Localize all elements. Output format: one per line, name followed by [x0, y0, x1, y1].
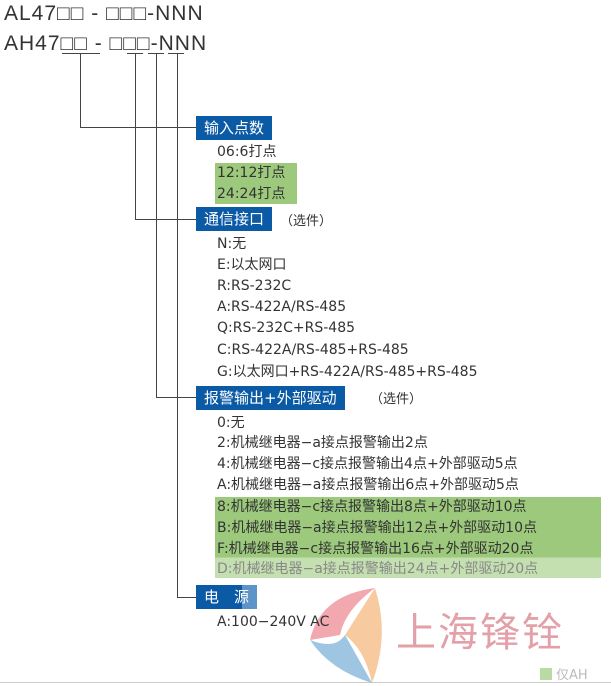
- list-item: B:机械继电器−a接点报警输出12点+外部驱动10点: [217, 520, 537, 536]
- connector-line: [177, 597, 196, 598]
- legend-ah-only: 仅AH: [540, 664, 588, 683]
- list-item: A:RS-422A/RS-485: [217, 299, 347, 315]
- connector-line: [80, 127, 196, 128]
- watermark-logo-icon: [310, 588, 382, 683]
- ah-only-highlight: [215, 163, 297, 204]
- model-code-al: AL47□□ - □□□-NNN: [4, 2, 204, 25]
- connector-line: [135, 53, 136, 219]
- list-item: R:RS-232C: [217, 278, 292, 294]
- divider: [0, 682, 611, 683]
- list-item: Q:RS-232C+RS-485: [217, 320, 356, 336]
- list-item: 2:机械继电器−a接点报警输出2点: [217, 435, 428, 451]
- legend-swatch-icon: [540, 668, 552, 680]
- model-code-ah: AH47□□ - □□□-NNN: [4, 32, 208, 55]
- connector-line: [80, 53, 81, 127]
- connector-line: [156, 53, 157, 397]
- list-item: 0:无: [217, 415, 245, 431]
- ah-only-highlight: [215, 497, 601, 578]
- optional-note: （选件）: [370, 392, 423, 407]
- connector-line: [156, 397, 196, 398]
- list-item: 24:24打点: [217, 186, 286, 202]
- list-item: E:以太网口: [217, 257, 287, 273]
- optional-note: （选件）: [280, 214, 333, 229]
- list-item: 12:12打点: [217, 165, 286, 181]
- underline: [168, 53, 184, 54]
- list-item: G:以太网口+RS-422A/RS-485+RS-485: [217, 364, 478, 380]
- underline: [62, 53, 100, 54]
- connector-line: [177, 53, 178, 597]
- list-item: 8:机械继电器−c接点报警输出8点+外部驱动10点: [217, 499, 527, 515]
- list-item: N:无: [217, 236, 247, 252]
- section-comm-interface: 通信接口: [196, 207, 273, 231]
- legend-label: 仅AH: [556, 668, 588, 683]
- list-item: C:RS-422A/RS-485+RS-485: [217, 342, 409, 358]
- list-item: 06:6打点: [217, 144, 277, 160]
- list-item: A:100−240V AC: [217, 614, 330, 630]
- section-power: 电 源: [196, 585, 258, 609]
- section-input-points: 输入点数: [196, 116, 273, 140]
- section-alarm-output: 报警输出+外部驱动: [196, 386, 345, 410]
- list-item: F:机械继电器−c接点报警输出16点+外部驱动20点: [217, 541, 534, 557]
- list-item: A:机械继电器−a接点报警输出6点+外部驱动5点: [217, 477, 519, 493]
- list-item: 4:机械继电器−c接点报警输出4点+外部驱动5点: [217, 456, 518, 472]
- list-item: D:机械继电器−a接点报警输出24点+外部驱动20点: [217, 561, 539, 577]
- watermark-text: 上海锋铨: [396, 610, 564, 656]
- connector-line: [135, 219, 196, 220]
